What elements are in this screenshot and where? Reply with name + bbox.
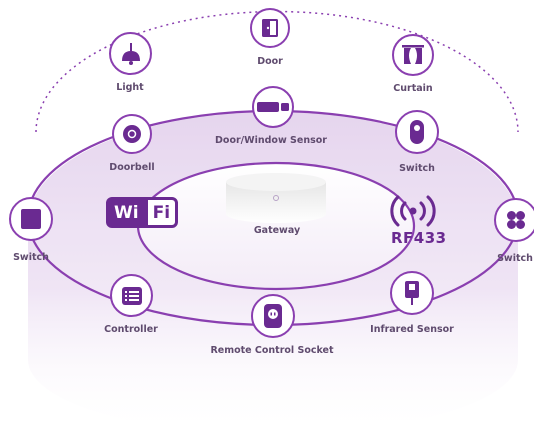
rf433-label: RF433 (391, 229, 447, 247)
door-window-sensor-node (252, 86, 294, 128)
doorbell-label: Doorbell (109, 162, 155, 173)
switch-top-node (395, 110, 439, 154)
controller-node (110, 274, 153, 317)
infrared-sensor-icon (405, 281, 419, 305)
curtain-node (392, 34, 434, 76)
switch-left-node (9, 197, 53, 241)
switch-right-node (494, 198, 534, 242)
controller-list-icon (121, 286, 142, 305)
light-node (109, 32, 152, 75)
switch-left-label: Switch (13, 252, 49, 263)
doorbell-icon (123, 125, 141, 143)
remote-key-icon (410, 120, 424, 144)
gateway-device (226, 182, 326, 223)
doorbell-node (112, 114, 152, 154)
wifi-logo: Wi Fi (106, 197, 179, 228)
door-window-sensor-icon (257, 102, 289, 112)
light-label: Light (116, 82, 144, 93)
controller-label: Controller (104, 324, 158, 335)
rf-wave-icon (390, 195, 436, 227)
wifi-logo-part1: Wi (106, 197, 145, 228)
switch-right-label: Switch (497, 253, 533, 264)
socket-icon (264, 304, 282, 328)
four-button-switch-icon (507, 211, 525, 229)
wall-switch-icon (21, 209, 41, 229)
ceiling-lamp-icon (121, 42, 140, 65)
door-window-sensor-label: Door/Window Sensor (215, 135, 327, 146)
door-node (250, 8, 290, 48)
door-icon (262, 19, 278, 37)
infrared-sensor-node (390, 271, 434, 315)
switch-top-label: Switch (399, 163, 435, 174)
remote-control-socket-label: Remote Control Socket (210, 345, 334, 356)
curtain-icon (402, 45, 424, 64)
wifi-logo-part2: Fi (144, 197, 179, 228)
door-label: Door (257, 56, 283, 67)
gateway-label: Gateway (253, 225, 301, 236)
infrared-sensor-label: Infrared Sensor (370, 324, 454, 335)
remote-control-socket-node (251, 294, 295, 338)
curtain-label: Curtain (393, 83, 433, 94)
